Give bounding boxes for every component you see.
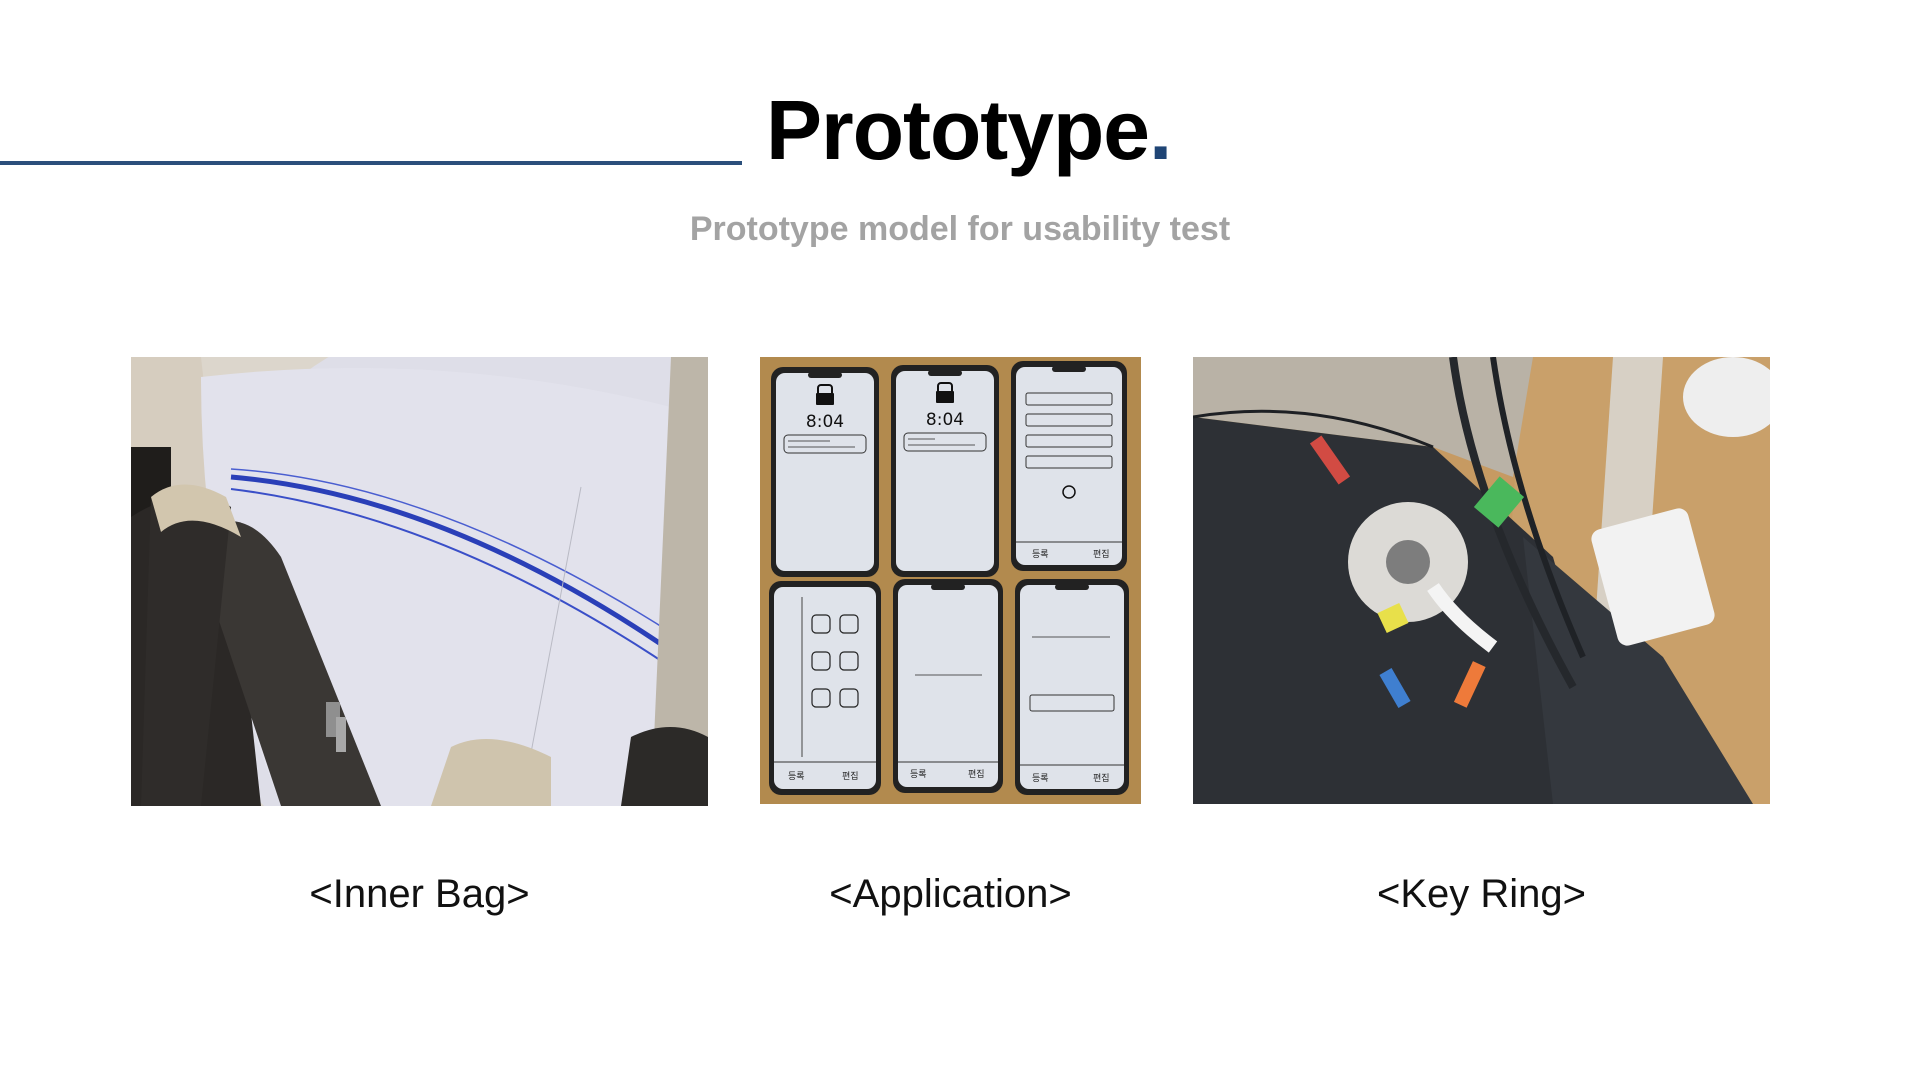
inner-bag-photo bbox=[131, 357, 708, 806]
app-time-1: 8:04 bbox=[806, 412, 844, 432]
key-ring-caption: <Key Ring> bbox=[1376, 872, 1587, 916]
page-title: Prototype. bbox=[766, 88, 1172, 172]
app-nav-left-6: 등록 bbox=[1032, 773, 1049, 784]
page-title-text: Prototype bbox=[766, 83, 1150, 177]
page-subtitle: Prototype model for usability test bbox=[689, 210, 1231, 248]
app-time-2: 8:04 bbox=[926, 410, 964, 430]
app-nav-left-4: 등록 bbox=[788, 771, 805, 782]
application-photo: 8:04 8:04 bbox=[760, 357, 1141, 804]
application-caption: <Application> bbox=[829, 872, 1072, 916]
title-rule bbox=[0, 161, 742, 165]
app-nav-right-5: 편집 bbox=[968, 768, 985, 780]
app-nav-right-6: 편집 bbox=[1093, 772, 1110, 784]
app-nav-right-4: 편집 bbox=[842, 770, 859, 782]
key-ring-photo bbox=[1193, 357, 1770, 804]
app-nav-left-3: 등록 bbox=[1032, 549, 1049, 560]
app-nav-left-5: 등록 bbox=[910, 769, 927, 780]
app-nav-right-3: 편집 bbox=[1093, 548, 1110, 560]
page-title-dot: . bbox=[1149, 83, 1172, 177]
inner-bag-caption: <Inner Bag> bbox=[309, 872, 530, 916]
